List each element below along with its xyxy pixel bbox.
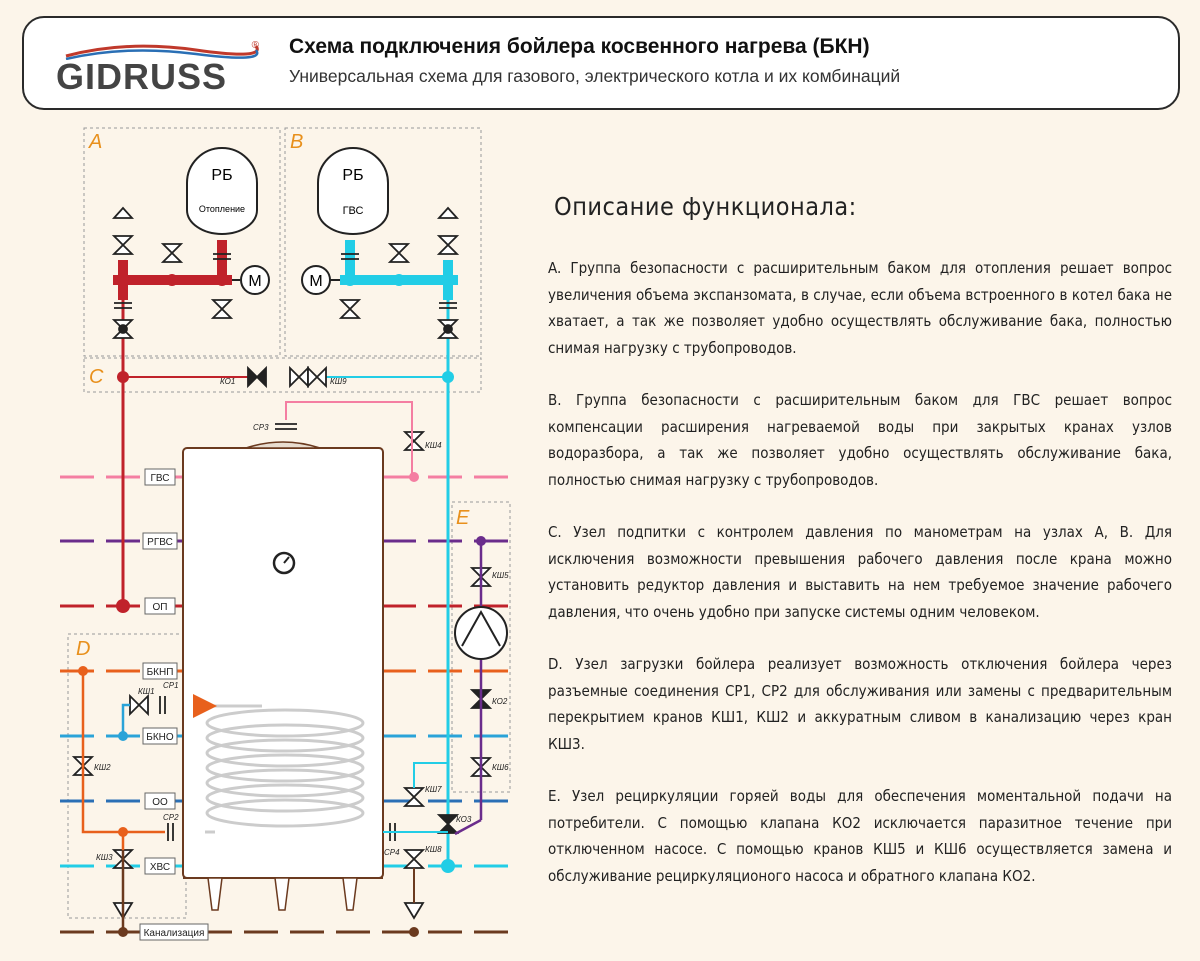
safety-valve-a bbox=[160, 243, 184, 263]
bknp-label: БКНП bbox=[147, 667, 174, 678]
group-c-frame bbox=[83, 357, 482, 393]
bknp-label-box: БКНП bbox=[142, 662, 178, 680]
hvs-label-box: ХВС bbox=[144, 857, 176, 875]
label-ko3: КО3 bbox=[456, 815, 472, 824]
label-sr3: СР3 bbox=[253, 423, 269, 432]
oo-label: ОО bbox=[152, 797, 168, 808]
valve-ksh7 bbox=[402, 787, 426, 807]
valve-ksh9 bbox=[289, 365, 309, 389]
label-ko1: КО1 bbox=[220, 377, 235, 386]
drain-funnel-right bbox=[403, 902, 425, 920]
description-panel: Описание функционала: A. Группа безопасн… bbox=[548, 192, 1172, 915]
check-valve-ko3 bbox=[436, 814, 460, 834]
group-d-label: D bbox=[76, 638, 90, 660]
dhw-gauge-icon: M bbox=[301, 265, 340, 295]
group-c-label: C bbox=[89, 366, 104, 388]
group-b-joints bbox=[344, 274, 455, 873]
label-ksh3: КШ3 bbox=[96, 853, 113, 862]
rgvs-joint bbox=[476, 536, 486, 546]
description-item-d: D. Узел загрузки бойлера реализует возмо… bbox=[548, 655, 1172, 753]
group-a-frame bbox=[83, 127, 281, 357]
group-b-dhw-tank: РБ ГВС bbox=[317, 147, 389, 235]
bkno-label: БКНО bbox=[146, 732, 174, 743]
heating-tank-label: РБ bbox=[211, 167, 232, 184]
gidruss-logo: GIDRUSS ® bbox=[56, 40, 261, 100]
logo-registered-mark: ® bbox=[251, 40, 259, 51]
description-item-e: E. Узел рециркуляции горяей воды для обе… bbox=[548, 787, 1172, 885]
group-b-label: B bbox=[290, 131, 303, 153]
label-sr2: СР2 bbox=[163, 813, 179, 822]
page-subtitle: Универсальная схема для газового, электр… bbox=[289, 66, 901, 86]
label-ksh5: КШ5 bbox=[492, 571, 509, 580]
label-ksh9: КШ9 bbox=[330, 377, 347, 386]
valve-a-top bbox=[111, 235, 135, 255]
label-ksh2: КШ2 bbox=[94, 763, 111, 772]
heating-coil bbox=[193, 694, 365, 834]
label-ksh6: КШ6 bbox=[492, 763, 509, 772]
label-ksh1: КШ1 bbox=[138, 687, 155, 696]
label-sr4: СР4 bbox=[384, 848, 400, 857]
valve-ksh1 bbox=[129, 693, 149, 717]
valve-b-top bbox=[436, 235, 460, 255]
rgvs-label: РГВС bbox=[147, 537, 173, 548]
dhw-gauge-letter: M bbox=[309, 273, 322, 290]
drain-valve-b bbox=[338, 299, 362, 319]
group-a-joints bbox=[116, 274, 228, 613]
sewer-label-box: Канализация bbox=[139, 923, 209, 941]
group-e-pipes bbox=[454, 541, 483, 836]
valve-ksh4 bbox=[402, 431, 426, 451]
drain-valve-a bbox=[210, 299, 234, 319]
description-item-b: B. Группа безопасности с расширительным … bbox=[548, 391, 1172, 489]
check-valve-ko1 bbox=[247, 365, 267, 389]
tank-gauge-icon bbox=[272, 551, 296, 575]
oo-label-box: ОО bbox=[144, 792, 176, 810]
heating-tank-sub: Отопление bbox=[199, 204, 245, 214]
gvs-label: ГВС bbox=[151, 473, 170, 484]
label-ksh8: КШ8 bbox=[425, 845, 442, 854]
bkno-label-box: БКНО bbox=[142, 727, 178, 745]
valve-ksh8 bbox=[402, 849, 426, 869]
label-sr1: СР1 bbox=[163, 681, 179, 690]
group-a-label: A bbox=[88, 131, 102, 153]
description-title: Описание функционала: bbox=[554, 192, 857, 221]
header-panel: GIDRUSS ® Схема подключения бойлера косв… bbox=[22, 16, 1180, 110]
cold-return-loop bbox=[413, 762, 448, 788]
gvs-label-box: ГВС bbox=[144, 468, 176, 486]
logo-wave-icon bbox=[65, 44, 259, 60]
recirculation-pump-icon bbox=[454, 606, 508, 660]
hvs-label: ХВС bbox=[150, 862, 170, 873]
op-label-box: ОП bbox=[144, 597, 176, 615]
label-ksh4: КШ4 bbox=[425, 441, 442, 450]
group-e-label: E bbox=[456, 507, 470, 529]
system-pipes bbox=[60, 475, 512, 934]
dhw-tank-sub: ГВС bbox=[343, 205, 364, 217]
hot-water-joint bbox=[409, 472, 419, 482]
rgvs-label-box: РГВС bbox=[142, 532, 178, 550]
boiler-tank bbox=[182, 441, 384, 911]
safety-valve-b bbox=[387, 243, 411, 263]
description-item-c: C. Узел подпитки с контролем давления по… bbox=[548, 523, 1172, 621]
heating-gauge-icon: M bbox=[232, 265, 270, 295]
sewer-label: Канализация bbox=[144, 928, 205, 939]
hot-water-loop bbox=[285, 401, 413, 477]
group-d-pipes bbox=[81, 671, 165, 932]
label-ksh7: КШ7 bbox=[425, 785, 442, 794]
group-b-frame bbox=[284, 127, 482, 357]
group-d-joints bbox=[78, 666, 128, 937]
group-a-heating-tank: РБ Отопление bbox=[186, 147, 258, 235]
page-title: Схема подключения бойлера косвенного наг… bbox=[289, 35, 870, 58]
label-ko2: КО2 bbox=[492, 697, 508, 706]
logo-text: GIDRUSS bbox=[56, 56, 228, 97]
heating-gauge-letter: M bbox=[248, 273, 261, 290]
description-item-a: A. Группа безопасности с расширительным … bbox=[548, 259, 1172, 357]
dhw-tank-label: РБ bbox=[342, 167, 363, 184]
valves bbox=[71, 206, 493, 920]
op-label: ОП bbox=[153, 602, 168, 613]
